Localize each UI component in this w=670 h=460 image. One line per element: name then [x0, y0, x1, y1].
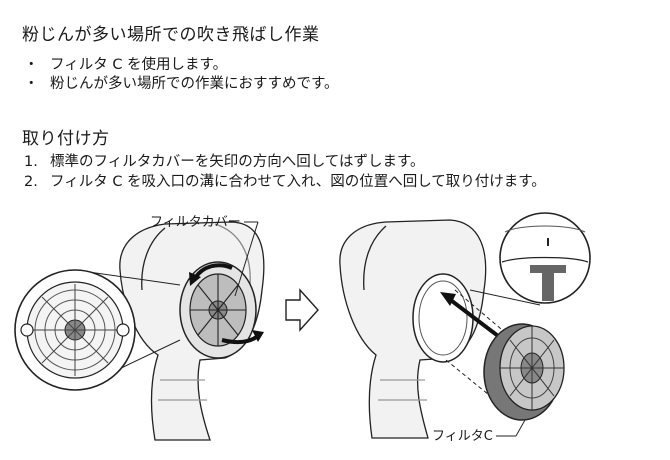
step-text: 標準のフィルタカバーを矢印の方向へ回してはずします。: [50, 154, 425, 170]
step-item: 2. フィルタ C を吸入口の溝に合わせて入れ、図の位置へ回して取り付けます。: [24, 170, 546, 191]
step-number: 1.: [24, 154, 38, 170]
bullet-mark: ・: [24, 57, 39, 73]
label-filter-c: フィルタC: [432, 429, 493, 444]
rotate-arrow-icon: [189, 263, 264, 345]
step-item: 1. 標準のフィルタカバーを矢印の方向へ回してはずします。: [24, 150, 425, 171]
next-step-arrow-icon: [285, 288, 319, 332]
filter-cover-left: [179, 261, 257, 359]
section-title-installation: 取り付け方: [22, 129, 110, 149]
step-number: 2.: [24, 174, 38, 190]
filter-c-part: [483, 323, 565, 421]
callout-filter-c: フィルタC: [432, 419, 526, 444]
bullet-mark: ・: [24, 76, 39, 92]
zoom-detail-alignment: [469, 212, 591, 306]
bullet-text: 粉じんが多い場所での作業におすすめです。: [50, 76, 339, 92]
bullet-item: ・フィルタ C を使用します。: [24, 53, 227, 74]
bullet-text: フィルタ C を使用します。: [50, 57, 228, 73]
section-title-dust-blowing: 粉じんが多い場所での吹き飛ばし作業: [22, 25, 320, 45]
zoom-detail-filter-cover: [14, 269, 181, 391]
step-text: フィルタ C を吸入口の溝に合わせて入れ、図の位置へ回して取り付けます。: [50, 174, 546, 190]
callout-filter-cover: フィルタカバー: [150, 215, 259, 297]
intake-opening: [412, 273, 474, 363]
bullet-item: ・粉じんが多い場所での作業におすすめです。: [24, 72, 339, 93]
label-filter-cover: フィルタカバー: [150, 215, 241, 230]
